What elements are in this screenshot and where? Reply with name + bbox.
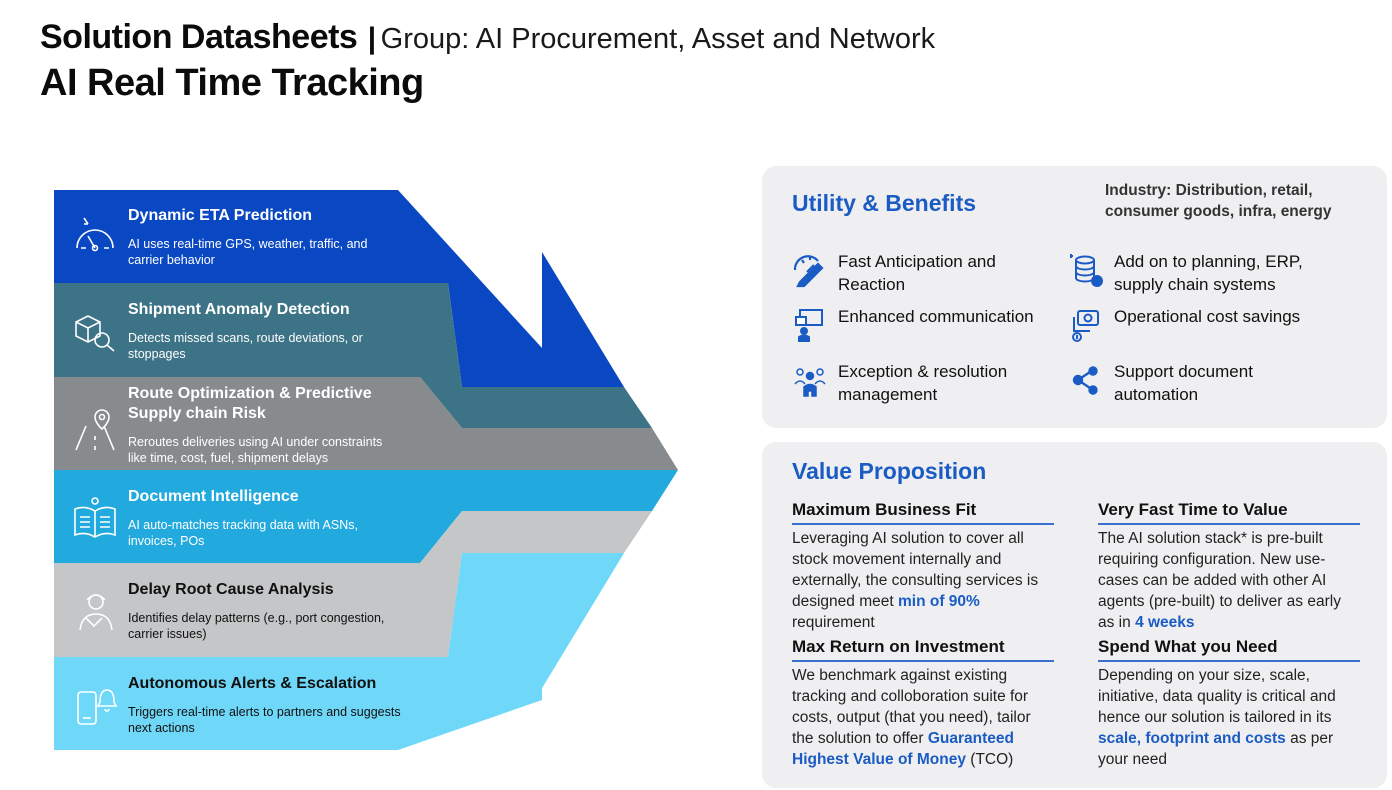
band-desc: Detects missed scans, route deviations, …	[128, 331, 363, 361]
database-icon	[1068, 252, 1104, 288]
value-item: Very Fast Time to Value The AI solution …	[1098, 500, 1360, 633]
value-highlight: Guaranteed Highest Value of Money	[792, 730, 1015, 768]
value-title: Value Proposition	[792, 458, 987, 484]
value-text: (TCO)	[965, 751, 1014, 768]
phone-bell-icon	[72, 682, 118, 728]
value-item: Maximum Business Fit Leveraging AI solut…	[792, 500, 1054, 633]
arrow-band-6	[54, 553, 624, 750]
value-text: The AI solution stack* is pre-built requ…	[1098, 530, 1341, 631]
book-lightbulb-icon	[72, 495, 118, 541]
band-autonomous-alerts: Autonomous Alerts & Escalation Triggers …	[54, 658, 401, 751]
arrow-band-3	[54, 377, 678, 470]
value-body: Depending on your size, scale, initiativ…	[1098, 665, 1360, 770]
arrow-top-fin	[542, 252, 624, 387]
utility-title: Utility & Benefits	[792, 190, 977, 216]
value-highlight: 4 weeks	[1135, 614, 1195, 631]
value-body: The AI solution stack* is pre-built requ…	[1098, 528, 1360, 633]
value-proposition-card: Value Proposition Maximum Business Fit L…	[762, 442, 1387, 788]
utility-benefits-card: Utility & Benefits Industry: Distributio…	[762, 166, 1387, 428]
value-heading: Very Fast Time to Value	[1098, 500, 1360, 525]
band-desc: AI auto-matches tracking data with ASNs,…	[128, 518, 358, 548]
value-heading: Spend What you Need	[1098, 637, 1360, 662]
title-separator: |	[367, 22, 377, 55]
team-icon	[792, 362, 828, 398]
band-desc: Triggers real-time alerts to partners an…	[128, 705, 401, 735]
value-text: Depending on your size, scale, initiativ…	[1098, 667, 1336, 726]
arrow-band-1	[54, 190, 624, 387]
page-subtitle: AI Real Time Tracking	[40, 62, 424, 104]
header-line: Solution Datasheets | Group: AI Procurem…	[40, 18, 935, 57]
band-title: Document Intelligence	[128, 488, 299, 505]
gauge-edit-icon	[792, 252, 828, 288]
benefit-label: Operational cost savings	[1114, 307, 1301, 326]
value-item: Spend What you Need Depending on your si…	[1098, 637, 1360, 770]
band-delay-root-cause: Delay Root Cause Analysis Identifies del…	[54, 564, 394, 657]
band-dynamic-eta: Dynamic ETA Prediction AI uses real-time…	[54, 190, 394, 283]
value-heading: Max Return on Investment	[792, 637, 1054, 662]
band-desc: Identifies delay patterns (e.g., port co…	[128, 611, 385, 641]
arrow-band-2	[54, 283, 652, 428]
benefit-label: Add on to planning, ERP, supply chain sy…	[1114, 252, 1303, 294]
band-title: Delay Root Cause Analysis	[128, 581, 334, 598]
page-title: Solution Datasheets	[40, 18, 358, 56]
value-highlight: scale, footprint and costs	[1098, 730, 1286, 747]
band-desc: Reroutes deliveries using AI under const…	[128, 435, 383, 465]
benefit-label: Support document automation	[1114, 362, 1253, 404]
value-item: Max Return on Investment We benchmark ag…	[792, 637, 1054, 770]
benefit-label: Exception & resolution management	[838, 362, 1008, 404]
worker-icon	[72, 588, 118, 634]
band-anomaly-detection: Shipment Anomaly Detection Detects misse…	[54, 284, 394, 377]
band-desc: AI uses real-time GPS, weather, traffic,…	[128, 237, 368, 267]
band-title: Shipment Anomaly Detection	[128, 301, 350, 318]
benefit-label: Fast Anticipation and Reaction	[838, 252, 996, 294]
converging-arrow-graphic	[54, 190, 678, 750]
benefit-label: Enhanced communication	[838, 307, 1034, 326]
presentation-icon	[792, 307, 828, 343]
band-title: Dynamic ETA Prediction	[128, 207, 313, 224]
value-text: as per your need	[1098, 730, 1334, 768]
route-pin-icon	[72, 406, 118, 452]
group-label: Group: AI Procurement, Asset and Network	[380, 23, 936, 55]
value-heading: Maximum Business Fit	[792, 500, 1054, 525]
value-body: Leveraging AI solution to cover all stoc…	[792, 528, 1054, 633]
band-title: Route Optimization & Predictive Supply c…	[128, 385, 372, 422]
value-highlight: min of 90%	[898, 593, 980, 610]
value-body: We benchmark against existing tracking a…	[792, 665, 1054, 770]
industry-label: Industry: Distribution, retail, consumer…	[1105, 182, 1332, 220]
value-text: We benchmark against existing tracking a…	[792, 667, 1031, 747]
value-text: Leveraging AI solution to cover all stoc…	[792, 530, 1039, 610]
share-nodes-icon	[1068, 362, 1104, 398]
band-document-intelligence: Document Intelligence AI auto-matches tr…	[54, 471, 394, 564]
money-coins-icon	[1068, 307, 1104, 343]
speedometer-icon	[72, 214, 118, 260]
band-route-optimization: Route Optimization & Predictive Supply c…	[54, 378, 394, 471]
arrow-bottom-fin	[542, 553, 624, 688]
band-title: Autonomous Alerts & Escalation	[128, 675, 377, 692]
value-text: requirement	[792, 614, 875, 631]
arrow-band-4	[54, 470, 678, 563]
package-search-icon	[72, 308, 118, 354]
arrow-band-5	[54, 511, 652, 657]
